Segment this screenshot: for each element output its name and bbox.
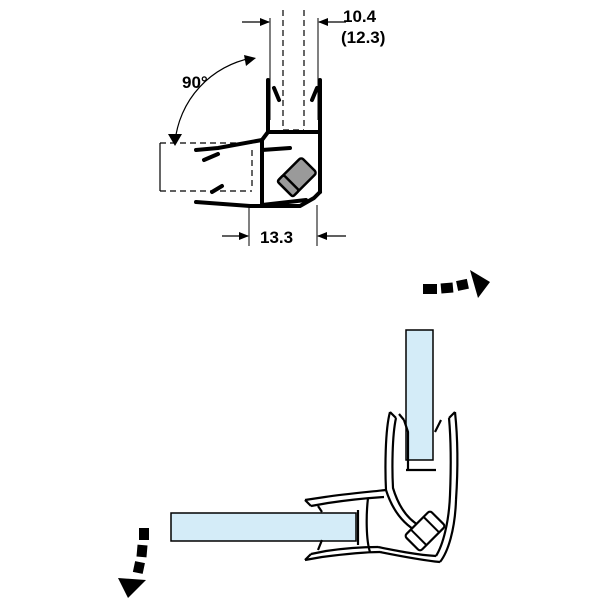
horizontal-seal-leg (304, 488, 441, 564)
dashed-rotation-arrow-icon (423, 270, 490, 298)
magnet-strip (276, 157, 317, 198)
top-profile-detail: 10.4 (12.3) 90° 13.3 (159, 7, 385, 247)
dimension-top: 10.4 (12.3) (242, 7, 385, 47)
curved-outer-wall (439, 499, 458, 563)
dimension-bottom: 13.3 (222, 205, 346, 247)
dimension-top-secondary: (12.3) (341, 28, 385, 47)
angle-indicator: 90° (168, 55, 256, 146)
horizontal-glass-pane (170, 512, 357, 542)
dimension-bottom-label: 13.3 (260, 228, 293, 247)
vertical-glass-panel (282, 10, 305, 131)
vertical-glass-pane (405, 329, 434, 461)
dimension-top-primary: 10.4 (343, 7, 377, 26)
magnet-strip (404, 510, 446, 552)
bottom-installation-view (118, 270, 490, 598)
curved-inner-wall (435, 494, 452, 557)
seal-profile (194, 78, 322, 208)
angle-label: 90° (182, 73, 208, 92)
dashed-rotation-arrow-icon (118, 528, 149, 598)
vertical-seal-leg (384, 411, 459, 533)
